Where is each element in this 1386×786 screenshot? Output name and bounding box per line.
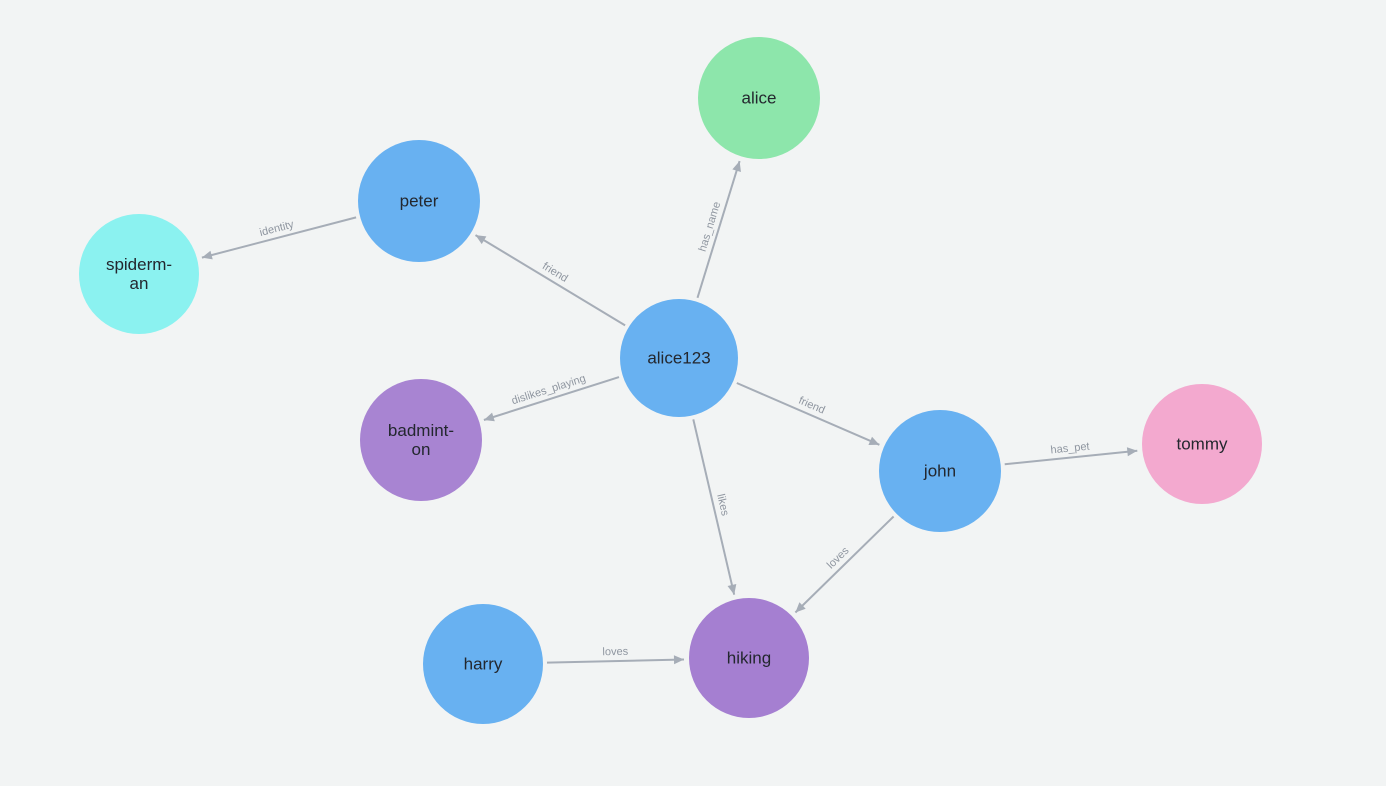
edge-label: friend [540,260,570,284]
edge-line[interactable] [736,382,880,446]
node-hiking[interactable]: hiking [689,598,809,718]
node-circle[interactable] [423,604,543,724]
node-circle[interactable] [360,379,482,501]
edge-peter-spiderman[interactable]: identity [201,216,357,260]
edge-line[interactable] [201,216,357,260]
edge-label: friend [797,395,827,417]
edge-alice123-alice[interactable]: has_name [696,160,741,299]
node-label: badmint-on [388,421,454,459]
node-peter[interactable]: peter [358,140,480,262]
node-badminton[interactable]: badmint-on [360,379,482,501]
edge-label: loves [602,646,628,659]
node-alice123[interactable]: alice123 [620,299,738,417]
node-alice[interactable]: alice [698,37,820,159]
edge-alice123-peter[interactable]: friend [474,234,626,327]
node-layer: alice peter spiderm-an alice123 badmint-on jo… [79,37,1262,724]
edge-line[interactable] [692,419,737,595]
node-label: john [923,462,956,481]
edge-line[interactable] [794,515,895,614]
edge-line[interactable] [696,160,741,299]
node-harry[interactable]: harry [423,604,543,724]
node-circle[interactable] [689,598,809,718]
edge-label: identity [258,218,295,239]
edge-label: has_pet [1050,441,1090,457]
node-label: hiking [727,649,771,668]
node-label: spiderm-an [106,255,172,293]
edge-label: likes [714,493,731,518]
node-circle[interactable] [879,410,1001,532]
edge-alice123-badminton[interactable]: dislikes_playing [483,373,620,422]
edge-john-tommy[interactable]: has_pet [1004,441,1138,466]
edge-john-hiking[interactable]: loves [794,515,895,614]
edge-line[interactable] [474,234,626,327]
edge-alice123-hiking[interactable]: likes [692,419,737,595]
node-circle[interactable] [698,37,820,159]
edge-label: loves [825,544,852,571]
node-label: alice123 [647,349,710,368]
node-circle[interactable] [620,299,738,417]
node-label: alice [742,89,777,108]
edge-line[interactable] [1004,447,1138,466]
node-john[interactable]: john [879,410,1001,532]
node-circle[interactable] [79,214,199,334]
node-label: peter [400,192,439,211]
edge-alice123-john[interactable]: friend [736,382,880,446]
node-circle[interactable] [1142,384,1262,504]
edge-harry-hiking[interactable]: loves [546,646,685,665]
node-spiderman[interactable]: spiderm-an [79,214,199,334]
edge-line[interactable] [546,655,685,665]
node-tommy[interactable]: tommy [1142,384,1262,504]
node-circle[interactable] [358,140,480,262]
node-label: harry [464,655,503,674]
edge-line[interactable] [483,376,620,422]
node-label: tommy [1177,435,1229,454]
